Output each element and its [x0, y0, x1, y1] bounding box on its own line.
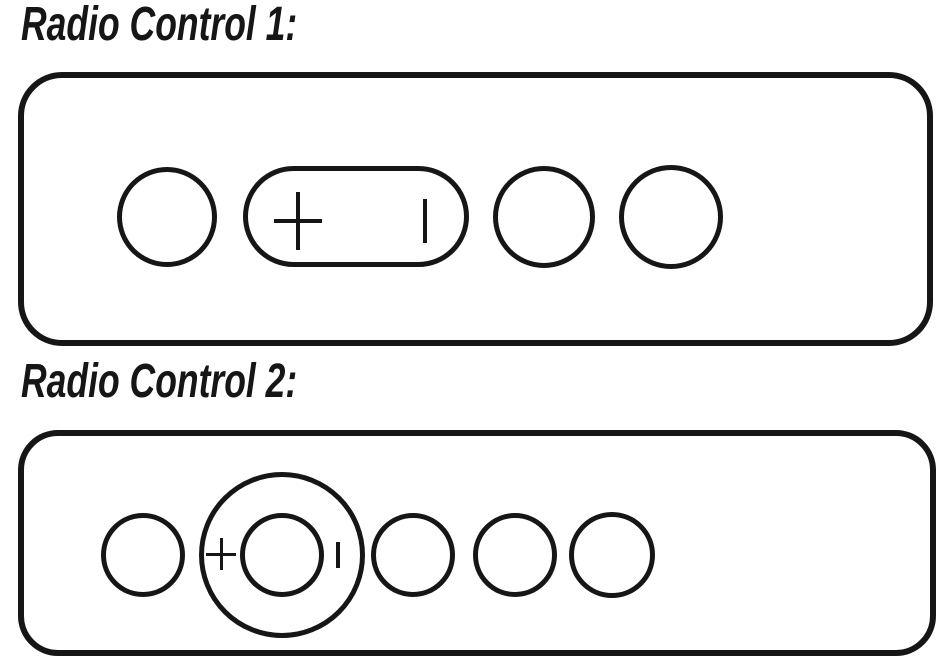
plus-icon: + — [206, 538, 236, 570]
remote2-dial-center-button — [240, 513, 324, 597]
plus-icon-vertical-bar — [219, 538, 223, 570]
section-title-radio-control-2: Radio Control 2: — [21, 355, 298, 408]
radio-control-1-diagram: + | — [18, 72, 933, 346]
section-title-radio-control-1: Radio Control 1: — [21, 0, 298, 51]
radio-control-2-diagram: + | — [18, 430, 936, 656]
power-bar-icon: | — [423, 199, 427, 243]
remote1-round-button-1 — [117, 167, 217, 267]
plus-icon-vertical-bar — [296, 192, 300, 250]
remote2-round-button-1 — [101, 513, 185, 597]
remote2-round-button-3 — [473, 513, 557, 597]
remote2-round-button-4 — [569, 512, 655, 598]
power-bar-icon: | — [336, 542, 340, 568]
remote2-round-button-2 — [371, 513, 455, 597]
remote1-rocker-button: + | — [243, 166, 469, 267]
remote1-round-button-2 — [493, 166, 595, 268]
remote1-round-button-3 — [619, 165, 723, 269]
plus-icon: + — [274, 192, 322, 250]
